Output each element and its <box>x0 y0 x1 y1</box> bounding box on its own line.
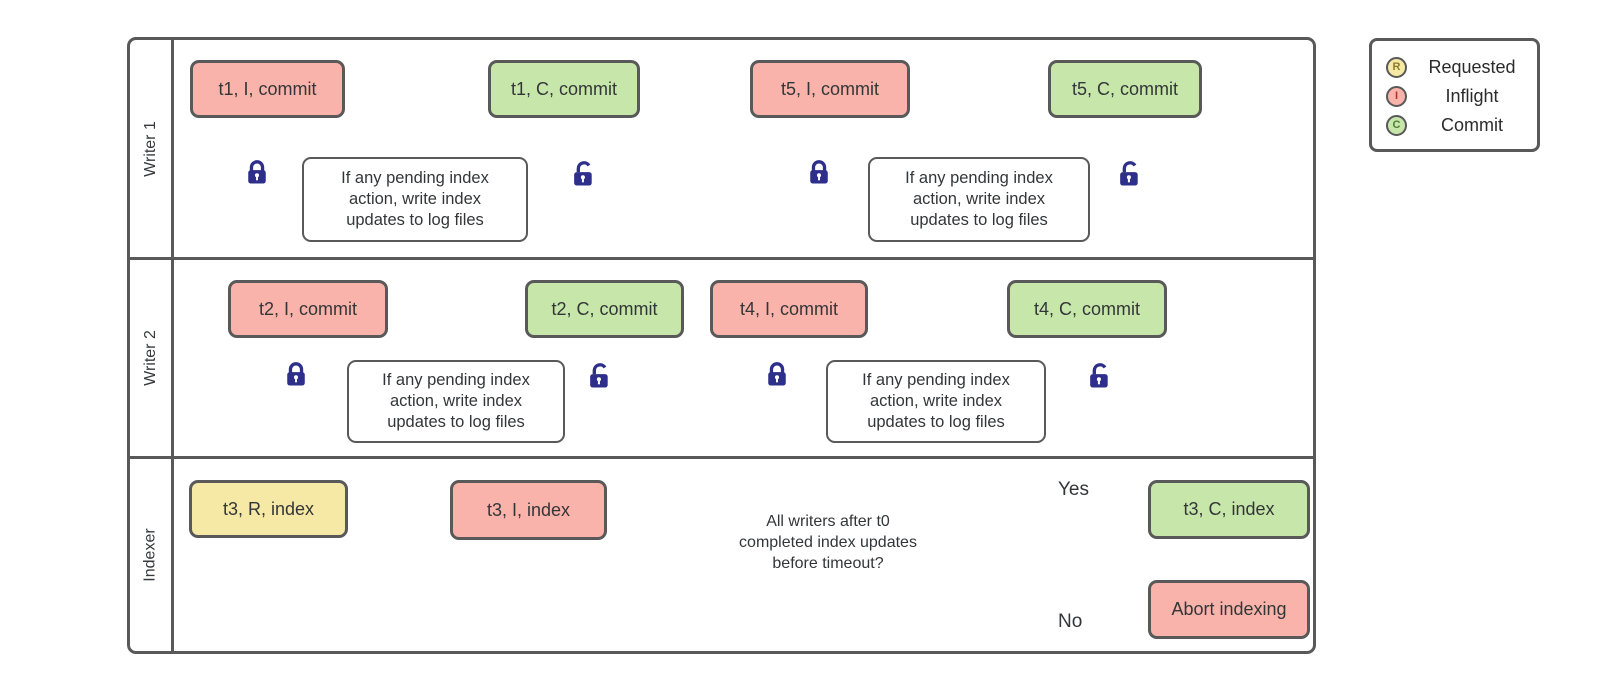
requested-swatch-icon: R <box>1386 56 1407 78</box>
lane-label: Writer 2 <box>141 330 159 386</box>
node-t5-pending-action: If any pending index action, write index… <box>868 157 1090 242</box>
legend-item-commit: C Commit <box>1386 111 1537 140</box>
open-lock-icon <box>574 161 592 186</box>
lane-header-divider <box>171 40 174 651</box>
closed-lock-icon <box>768 362 786 386</box>
node-t3-requested: t3, R, index <box>189 480 348 538</box>
closed-lock-icon <box>810 160 828 184</box>
lane-writer1-header: Writer 1 <box>130 40 171 257</box>
node-t4-pending-action: If any pending index action, write index… <box>826 360 1046 443</box>
node-t5-inflight: t5, I, commit <box>750 60 910 118</box>
lane-writer2-header: Writer 2 <box>130 260 171 456</box>
node-abort-indexing: Abort indexing <box>1148 580 1310 639</box>
lane-divider <box>130 257 1313 260</box>
yes-label: Yes <box>1058 479 1089 500</box>
legend: R Requested I Inflight C Commit <box>1369 38 1540 152</box>
lane-label: Indexer <box>141 528 159 582</box>
open-lock-icon <box>1090 363 1108 388</box>
no-label: No <box>1058 611 1083 632</box>
legend-item-requested: R Requested <box>1386 53 1537 82</box>
node-t2-inflight: t2, I, commit <box>228 280 388 338</box>
node-t2-commit: t2, C, commit <box>525 280 684 338</box>
lane-indexer-header: Indexer <box>130 459 171 651</box>
open-lock-icon <box>1120 161 1138 186</box>
open-lock-icon <box>590 363 608 388</box>
swimlane-frame: Writer 1 Writer 2 Indexer <box>127 37 1316 654</box>
node-t2-pending-action: If any pending index action, write index… <box>347 360 565 443</box>
lane-divider <box>130 456 1313 459</box>
commit-swatch-icon: C <box>1386 114 1407 136</box>
inflight-swatch-icon: I <box>1386 85 1407 107</box>
node-t5-commit: t5, C, commit <box>1048 60 1202 118</box>
node-t4-commit: t4, C, commit <box>1007 280 1167 338</box>
closed-lock-icon <box>248 160 266 184</box>
node-t1-commit: t1, C, commit <box>488 60 640 118</box>
closed-lock-icon <box>287 362 305 386</box>
node-t3-commit: t3, C, index <box>1148 480 1310 539</box>
node-t1-inflight: t1, I, commit <box>190 60 345 118</box>
legend-item-inflight: I Inflight <box>1386 82 1537 111</box>
node-t1-pending-action: If any pending index action, write index… <box>302 157 528 242</box>
lane-label: Writer 1 <box>141 120 159 177</box>
node-t3-inflight: t3, I, index <box>450 480 607 540</box>
decision-text: All writers after t0 completed index upd… <box>739 513 917 572</box>
node-t4-inflight: t4, I, commit <box>710 280 868 338</box>
